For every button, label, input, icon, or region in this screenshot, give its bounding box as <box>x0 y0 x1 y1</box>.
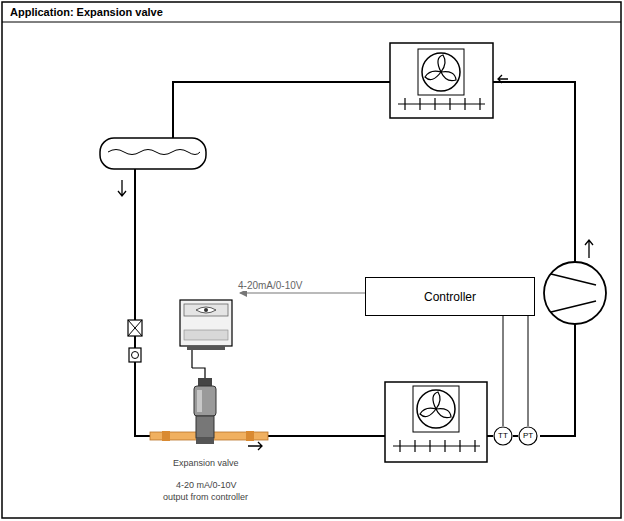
flow-arrow <box>248 442 262 450</box>
flow-arrow <box>498 75 508 83</box>
header-rule <box>2 22 621 23</box>
caption-label: Expansion valve <box>172 458 240 468</box>
box-label: Controller <box>424 291 476 303</box>
flow-arrow <box>585 240 593 258</box>
filter-drier <box>128 320 142 336</box>
signal-line <box>240 292 365 293</box>
compressor <box>544 262 606 324</box>
flow-arrow <box>118 180 126 196</box>
evaporator <box>385 382 487 462</box>
condenser <box>390 43 493 118</box>
signal-label: 4-20mA/0-10V <box>237 280 303 291</box>
controller-box: Controller <box>365 277 535 316</box>
sensor-circle: PT <box>518 426 538 446</box>
title: Application: Expansion valve <box>10 6 163 18</box>
expansion-valve <box>150 378 268 444</box>
sensor-circle: TT <box>493 426 513 446</box>
sight-glass <box>129 348 141 362</box>
signal-wire <box>503 316 504 426</box>
valve-driver <box>180 300 232 378</box>
sensor-tag: PT <box>523 432 533 440</box>
caption-label: output from controller <box>162 492 249 502</box>
signal-wire <box>528 316 529 426</box>
sensor-tag: TT <box>498 432 508 440</box>
piping <box>135 82 575 436</box>
caption-label: 4-20 mA/0-10V <box>175 480 238 490</box>
receiver <box>100 138 206 169</box>
